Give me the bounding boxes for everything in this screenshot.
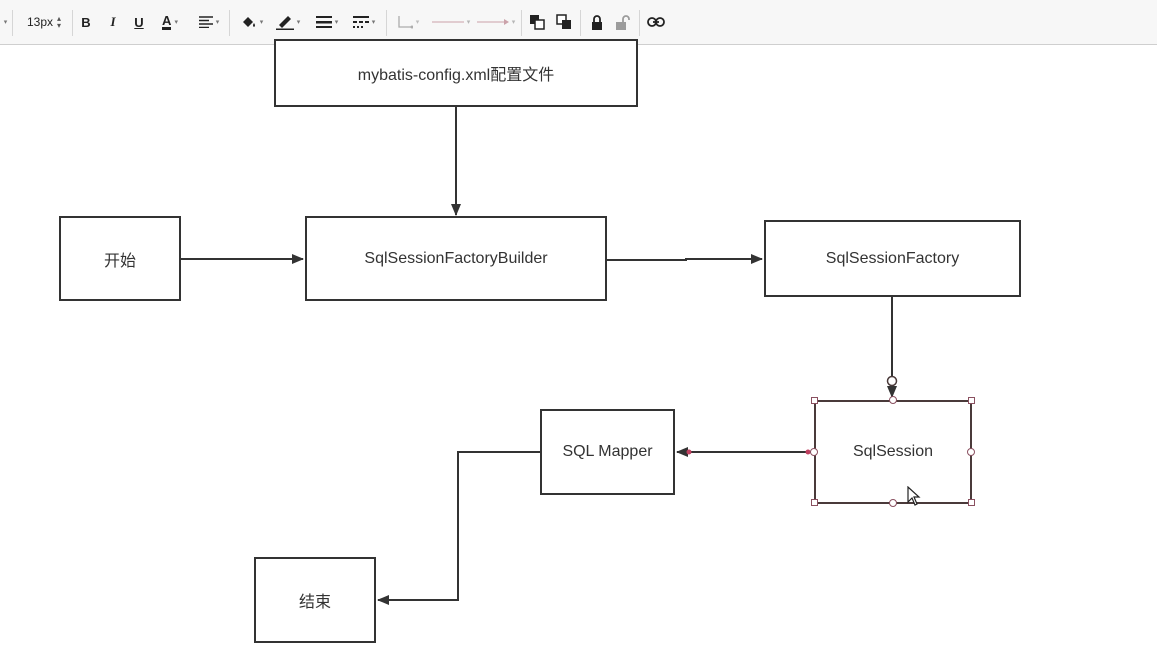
toolbar-separator: [72, 10, 73, 36]
node-mapper[interactable]: SQL Mapper: [540, 409, 675, 495]
font-color-label: A: [162, 13, 172, 30]
toolbar-separator: [639, 10, 640, 36]
send-to-back-icon: [556, 14, 571, 29]
underline-button[interactable]: U: [134, 14, 144, 30]
resize-handle-bottom-left[interactable]: [811, 499, 818, 506]
unlock-icon: [615, 14, 630, 30]
node-factory-label: SqlSessionFactory: [825, 249, 960, 267]
line-weight-icon: [315, 16, 332, 28]
end-arrow-button[interactable]: ▾: [475, 10, 517, 34]
resize-handle-top[interactable]: [889, 396, 897, 404]
bring-to-front-icon: [530, 15, 545, 30]
pen-icon: [275, 16, 294, 30]
text-align-button[interactable]: ▾: [193, 10, 225, 34]
lock-button[interactable]: [588, 10, 606, 34]
line-end-icon: [476, 19, 509, 25]
dash-style-icon: [352, 16, 369, 28]
toolbar-separator: [386, 10, 387, 36]
send-to-back-button[interactable]: [554, 10, 574, 34]
diagram-canvas[interactable]: mybatis-config.xml配置文件 开始 SqlSessionFact…: [0, 39, 1157, 662]
resize-handle-top-left[interactable]: [811, 397, 818, 404]
node-mapper-label: SQL Mapper: [562, 443, 653, 460]
paint-bucket-icon: [242, 17, 255, 27]
node-builder[interactable]: SqlSessionFactoryBuilder: [305, 216, 607, 301]
toolbar-separator: [12, 10, 13, 36]
resize-handle-bottom-right[interactable]: [968, 499, 975, 506]
node-start-label: 开始: [103, 252, 136, 270]
toolbar-separator: [229, 10, 230, 36]
link-button[interactable]: [645, 10, 667, 34]
link-icon: [647, 17, 665, 27]
line-weight-button[interactable]: ▾: [311, 10, 343, 34]
lock-icon: [592, 14, 602, 30]
font-size-stepper[interactable]: 13px ▴▾: [20, 10, 68, 34]
node-builder-label: SqlSessionFactoryBuilder: [364, 249, 548, 267]
node-session[interactable]: SqlSession: [814, 400, 972, 504]
resize-handle-left[interactable]: [810, 448, 818, 456]
font-color-button[interactable]: A▾: [162, 13, 178, 30]
mouse-cursor-icon: [907, 486, 921, 506]
edge-builder-to-factory[interactable]: [607, 254, 763, 264]
connection-point[interactable]: [886, 375, 898, 387]
bring-to-front-button[interactable]: [527, 10, 547, 34]
align-left-icon: [198, 16, 213, 28]
line-color-button[interactable]: ▾: [272, 10, 304, 34]
resize-handle-bottom[interactable]: [889, 499, 897, 507]
connector-type-button[interactable]: ▾: [393, 10, 423, 34]
resize-handle-top-right[interactable]: [968, 397, 975, 404]
line-style-button[interactable]: ▾: [348, 10, 380, 34]
elbow-connector-icon: [398, 16, 413, 29]
bold-button[interactable]: B: [81, 14, 91, 30]
stepper-arrows-icon[interactable]: ▴▾: [57, 14, 62, 30]
connectors-layer: [181, 107, 898, 605]
fill-color-button[interactable]: ▾: [236, 10, 268, 34]
node-config[interactable]: mybatis-config.xml配置文件: [274, 39, 638, 107]
start-arrow-button[interactable]: ▾: [430, 10, 472, 34]
resize-handle-right[interactable]: [967, 448, 975, 456]
connection-point[interactable]: [805, 449, 811, 455]
node-start[interactable]: 开始: [59, 216, 181, 301]
toolbar-separator: [580, 10, 581, 36]
node-factory[interactable]: SqlSessionFactory: [764, 220, 1021, 297]
edge-mapper-to-end[interactable]: [377, 451, 540, 605]
node-session-label: SqlSession: [852, 443, 934, 460]
node-end-label: 结束: [298, 594, 331, 611]
italic-button[interactable]: I: [110, 14, 116, 29]
toolbar-left-dropdown[interactable]: ▾: [3, 19, 8, 26]
unlock-button[interactable]: [612, 10, 632, 34]
font-size-value: 13px: [26, 15, 53, 29]
node-end[interactable]: 结束: [254, 557, 376, 643]
node-config-label: mybatis-config.xml配置文件: [357, 67, 555, 84]
connection-point[interactable]: [686, 449, 692, 455]
toolbar-separator: [521, 10, 522, 36]
line-start-icon: [431, 21, 464, 23]
